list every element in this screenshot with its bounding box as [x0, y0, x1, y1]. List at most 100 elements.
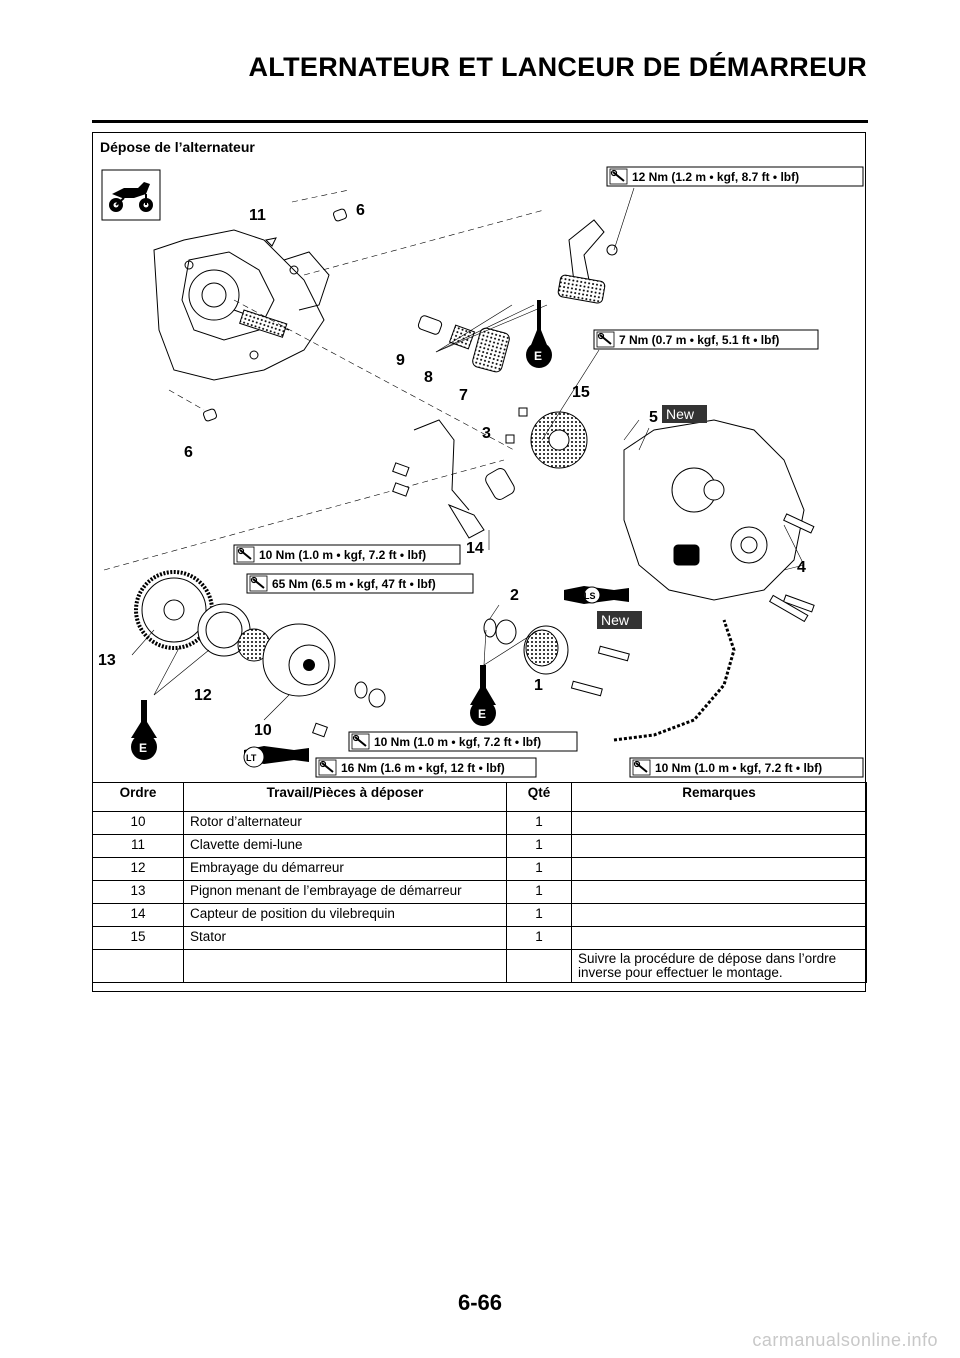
callout-5: 5 — [649, 409, 658, 426]
svg-text:LT: LT — [246, 753, 257, 763]
svg-text:12 Nm (1.2 m • kgf, 8.7 ft • l: 12 Nm (1.2 m • kgf, 8.7 ft • lbf) — [632, 170, 799, 184]
cell-qty: 1 — [506, 857, 572, 881]
cell-qty: 1 — [506, 834, 572, 858]
svg-text:65 Nm (6.5 m • kgf, 47 ft • lb: 65 Nm (6.5 m • kgf, 47 ft • lbf) — [272, 577, 436, 591]
cell-job: Pignon menant de l’embrayage de démarreu… — [183, 880, 507, 904]
torque-label-5: 10 Nm (1.0 m • kgf, 7.2 ft • lbf) — [348, 731, 578, 752]
cell-remarks — [571, 903, 867, 927]
content-frame — [92, 132, 866, 992]
page-title: ALTERNATEUR ET LANCEUR DE DÉMARREUR — [248, 52, 867, 82]
cell-order: 14 — [92, 903, 184, 927]
new-badge: New — [662, 405, 707, 423]
page-number: 6-66 — [457, 1290, 503, 1315]
starter-gear — [134, 570, 214, 650]
kick-lever — [557, 219, 618, 304]
torque-wrench-icon — [351, 733, 370, 750]
torque-label-7: 10 Nm (1.0 m • kgf, 7.2 ft • lbf) — [629, 757, 864, 778]
svg-text:New: New — [601, 612, 630, 628]
crankcase-illustration — [153, 229, 330, 381]
cell-job — [183, 949, 507, 983]
svg-text:E: E — [139, 741, 147, 755]
torque-wrench-icon — [596, 331, 615, 348]
torque-wrench-icon — [236, 546, 255, 563]
callout-3: 3 — [482, 425, 491, 442]
callout-8: 8 — [424, 369, 433, 386]
callout-4: 4 — [797, 559, 806, 576]
stator — [530, 411, 588, 469]
torque-label-3: 10 Nm (1.0 m • kgf, 7.2 ft • lbf) — [233, 544, 461, 565]
cell-order: 10 — [92, 811, 184, 835]
header-order: Ordre — [92, 782, 184, 812]
title-rule — [92, 120, 868, 123]
locking-agent-icon: LT — [243, 746, 309, 768]
table-header-row: Ordre Travail/Pièces à déposer Qté Remar… — [92, 782, 867, 812]
cell-order: 11 — [92, 834, 184, 858]
callout-2: 2 — [510, 587, 519, 604]
watermark: carmanualsonline.info — [752, 1330, 938, 1350]
callout-7: 7 — [459, 387, 468, 404]
table-row-note: Suivre la procédure de dépose dans l’ord… — [92, 949, 867, 983]
table-row: 12 Embrayage du démarreur 1 — [92, 857, 867, 881]
table-row: 11 Clavette demi-lune 1 — [92, 834, 867, 858]
cell-remarks — [571, 857, 867, 881]
cell-job: Rotor d’alternateur — [183, 811, 507, 835]
cell-job: Embrayage du démarreur — [183, 857, 507, 881]
grease-icon: LS — [564, 586, 629, 604]
exploded-diagram: 12 Nm (1.2 m • kgf, 8.7 ft • lbf) 7 Nm (… — [98, 166, 864, 778]
torque-label-6: 16 Nm (1.6 m • kgf, 12 ft • lbf) — [315, 757, 537, 778]
table-row: 15 Stator 1 — [92, 926, 867, 950]
cell-remarks — [571, 834, 867, 858]
torque-wrench-icon — [318, 759, 337, 776]
svg-text:LS: LS — [584, 591, 596, 601]
svg-text:10 Nm (1.0 m • kgf, 7.2 ft • l: 10 Nm (1.0 m • kgf, 7.2 ft • lbf) — [259, 548, 426, 562]
engine-oil-icon: E — [131, 700, 157, 760]
torque-wrench-icon — [249, 575, 268, 592]
cell-qty: 1 — [506, 880, 572, 904]
callout-12: 12 — [194, 687, 212, 704]
svg-text:10 Nm (1.0 m • kgf, 7.2 ft • l: 10 Nm (1.0 m • kgf, 7.2 ft • lbf) — [655, 761, 822, 775]
cell-job: Capteur de position du vilebrequin — [183, 903, 507, 927]
engine-oil-icon: E — [470, 665, 496, 726]
parts-table: Ordre Travail/Pièces à déposer Qté Remar… — [92, 782, 867, 983]
callout-6b: 6 — [184, 444, 193, 461]
alternator-rotor — [262, 623, 336, 697]
cell-job: Stator — [183, 926, 507, 950]
engine-oil-icon: E — [526, 300, 552, 368]
reassembly-note: Suivre la procédure de dépose dans l’ord… — [571, 949, 867, 983]
svg-text:7 Nm (0.7 m • kgf, 5.1 ft • lb: 7 Nm (0.7 m • kgf, 5.1 ft • lbf) — [619, 333, 779, 347]
cell-order: 15 — [92, 926, 184, 950]
callout-1: 1 — [534, 677, 543, 694]
callout-14: 14 — [466, 540, 484, 557]
cell-remarks — [571, 926, 867, 950]
callout-6a: 6 — [356, 202, 365, 219]
table-row: 14 Capteur de position du vilebrequin 1 — [92, 903, 867, 927]
torque-label-4: 65 Nm (6.5 m • kgf, 47 ft • lbf) — [246, 573, 474, 594]
header-qty: Qté — [506, 782, 572, 812]
svg-text:E: E — [534, 349, 542, 363]
header-job: Travail/Pièces à déposer — [183, 782, 507, 812]
torque-label-2: 7 Nm (0.7 m • kgf, 5.1 ft • lbf) — [593, 329, 819, 350]
cell-job: Clavette demi-lune — [183, 834, 507, 858]
torque-label-1: 12 Nm (1.2 m • kgf, 8.7 ft • lbf) — [606, 166, 864, 187]
table-row: 13 Pignon menant de l’embrayage de démar… — [92, 880, 867, 904]
svg-text:New: New — [666, 406, 695, 422]
cell-qty: 1 — [506, 811, 572, 835]
svg-text:E: E — [478, 707, 486, 721]
cell-qty — [506, 949, 572, 983]
svg-text:10 Nm (1.0 m • kgf, 7.2 ft • l: 10 Nm (1.0 m • kgf, 7.2 ft • lbf) — [374, 735, 541, 749]
crankcase-cover — [623, 419, 805, 601]
svg-text:16 Nm (1.6 m • kgf, 12 ft • lb: 16 Nm (1.6 m • kgf, 12 ft • lbf) — [341, 761, 505, 775]
callout-11: 11 — [249, 207, 266, 224]
section-title: Dépose de l’alternateur — [100, 139, 255, 155]
cell-qty: 1 — [506, 926, 572, 950]
cell-remarks — [571, 880, 867, 904]
table-row: 10 Rotor d’alternateur 1 — [92, 811, 867, 835]
header-remarks: Remarques — [571, 782, 867, 812]
torque-wrench-icon — [632, 759, 651, 776]
callout-10: 10 — [254, 722, 272, 739]
cell-order: 12 — [92, 857, 184, 881]
cell-qty: 1 — [506, 903, 572, 927]
cell-remarks — [571, 811, 867, 835]
cell-order — [92, 949, 184, 983]
motorcycle-icon — [101, 169, 161, 221]
